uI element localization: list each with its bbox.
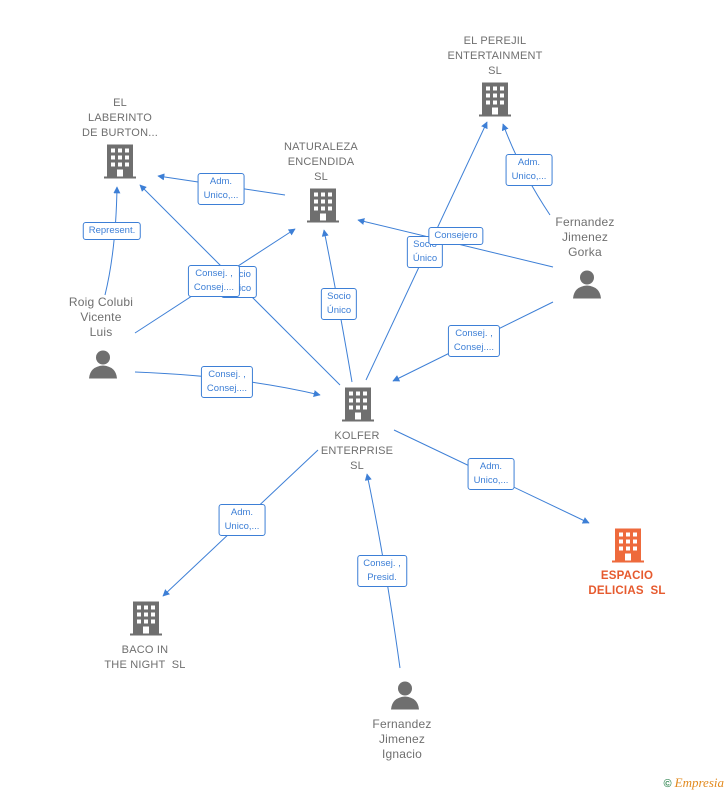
edge-roig-laberinto: [104, 186, 121, 296]
edge-badge-line: Represent.: [88, 225, 136, 236]
el-perejil-label-line: EL PEREJIL: [463, 35, 527, 47]
edge-badge-adm-espacio[interactable]: Adm. Unico,...: [467, 458, 515, 490]
espacio-building-icon[interactable]: [612, 528, 644, 569]
edge-badge-adm-laberinto[interactable]: Adm. Unico,...: [197, 173, 245, 205]
brand-logo: Empresia: [674, 775, 724, 790]
fernandez-gorka-label-line: Gorka: [568, 245, 602, 259]
el-perejil-label-line: SL: [488, 65, 502, 77]
fernandez-gorka-label[interactable]: Fernandez Jimenez Gorka: [555, 215, 614, 260]
fernandez-ignacio-person-icon[interactable]: [390, 680, 420, 715]
baco-label-line: THE NIGHT SL: [104, 659, 186, 671]
roig-label[interactable]: Roig Colubi Vicente Luis: [69, 295, 133, 340]
fernandez-ignacio-label-line: Fernandez: [372, 717, 432, 731]
edge-badge-line: Consej....: [206, 383, 248, 394]
edge-badge-line: Consej. ,: [195, 268, 233, 279]
edge-badge-line: Adm.: [209, 176, 233, 187]
edge-badge-line: Unico,...: [224, 521, 260, 532]
edge-badge-line: Adm.: [230, 507, 254, 518]
edge-badge-line: Único: [326, 305, 352, 316]
roig-label-line: Vicente: [80, 310, 122, 324]
espacio-label[interactable]: ESPACIO DELICIAS SL: [588, 569, 665, 599]
el-laberinto-label-line: LABERINTO: [88, 112, 152, 124]
edge-badge-socio-kolfer-nat[interactable]: Socio Único: [320, 288, 358, 320]
roig-person-icon[interactable]: [88, 349, 118, 384]
edge-badge-consej-gorka[interactable]: Consej. , Consej....: [447, 325, 501, 357]
espacio-label-line: ESPACIO: [600, 570, 654, 582]
naturaleza-label-line: NATURALEZA: [284, 141, 358, 153]
naturaleza-label[interactable]: NATURALEZA ENCENDIDA SL: [284, 140, 358, 185]
fernandez-ignacio-label[interactable]: Fernandez Jimenez Ignacio: [372, 717, 431, 762]
naturaleza-label-line: ENCENDIDA: [287, 156, 355, 168]
edge-badge-line: Consej. ,: [208, 369, 246, 380]
edge-badge-line: Socio: [327, 291, 351, 302]
edge-badge-line: Presid.: [367, 572, 397, 583]
edge-badge-line: Socio: [413, 239, 437, 250]
el-perejil-label-line: ENTERTAINMENT: [447, 50, 543, 62]
footer-brand[interactable]: © Empresia: [663, 775, 724, 791]
kolfer-building-icon[interactable]: [342, 387, 374, 428]
el-perejil-label[interactable]: EL PEREJIL ENTERTAINMENT SL: [447, 34, 542, 79]
fernandez-ignacio-label-line: Jimenez: [378, 732, 426, 746]
edge-badge-line: Unico,...: [511, 171, 547, 182]
el-laberinto-building-icon[interactable]: [104, 144, 136, 185]
el-laberinto-label-line: DE BURTON...: [82, 127, 158, 139]
edge-badge-consejero[interactable]: Consejero: [428, 227, 484, 245]
kolfer-label-line: KOLFER: [334, 430, 380, 442]
naturaleza-building-icon[interactable]: [307, 188, 339, 229]
edge-badge-consej-roig-top[interactable]: Consej. , Consej....: [187, 265, 241, 297]
edge-badge-line: Adm.: [479, 461, 503, 472]
roig-label-line: Luis: [89, 325, 113, 339]
kolfer-label-line: SL: [350, 460, 364, 472]
baco-label-line: BACO IN: [121, 644, 169, 656]
roig-label-line: Roig Colubi: [68, 295, 134, 309]
baco-building-icon[interactable]: [130, 601, 162, 642]
copyright-icon: ©: [663, 778, 672, 790]
edge-badge-line: Consej. ,: [363, 558, 401, 569]
fernandez-gorka-label-line: Fernandez: [555, 215, 615, 229]
baco-label[interactable]: BACO IN THE NIGHT SL: [104, 643, 185, 673]
edge-badge-adm-perejil[interactable]: Adm. Unico,...: [505, 154, 553, 186]
kolfer-label[interactable]: KOLFER ENTERPRISE SL: [321, 429, 393, 474]
edge-badge-line: Consejero: [434, 230, 478, 241]
edge-badge-line: Único: [412, 253, 438, 264]
edge-badge-adm-baco[interactable]: Adm. Unico,...: [218, 504, 266, 536]
fernandez-ignacio-label-line: Ignacio: [381, 747, 423, 761]
edge-badge-line: Consej. ,: [455, 328, 493, 339]
el-laberinto-label-line: EL: [113, 97, 127, 109]
fernandez-gorka-label-line: Jimenez: [561, 230, 609, 244]
edge-badge-line: Consej....: [453, 342, 495, 353]
edge-badge-line: Consej....: [193, 282, 235, 293]
edge-badge-line: Unico,...: [473, 475, 509, 486]
el-laberinto-label[interactable]: EL LABERINTO DE BURTON...: [82, 96, 158, 141]
el-perejil-building-icon[interactable]: [479, 82, 511, 123]
edge-badge-line: Adm.: [517, 157, 541, 168]
fernandez-gorka-person-icon[interactable]: [572, 269, 602, 304]
naturaleza-label-line: SL: [314, 171, 328, 183]
edge-badge-consej-roig-kolfer[interactable]: Consej. , Consej....: [200, 366, 254, 398]
edge-badge-represent[interactable]: Represent.: [82, 222, 142, 240]
edge-badge-consej-presid[interactable]: Consej. , Presid.: [357, 555, 407, 587]
espacio-label-line: DELICIAS SL: [588, 585, 666, 597]
edge-badge-line: Unico,...: [203, 190, 239, 201]
kolfer-label-line: ENTERPRISE: [320, 445, 394, 457]
